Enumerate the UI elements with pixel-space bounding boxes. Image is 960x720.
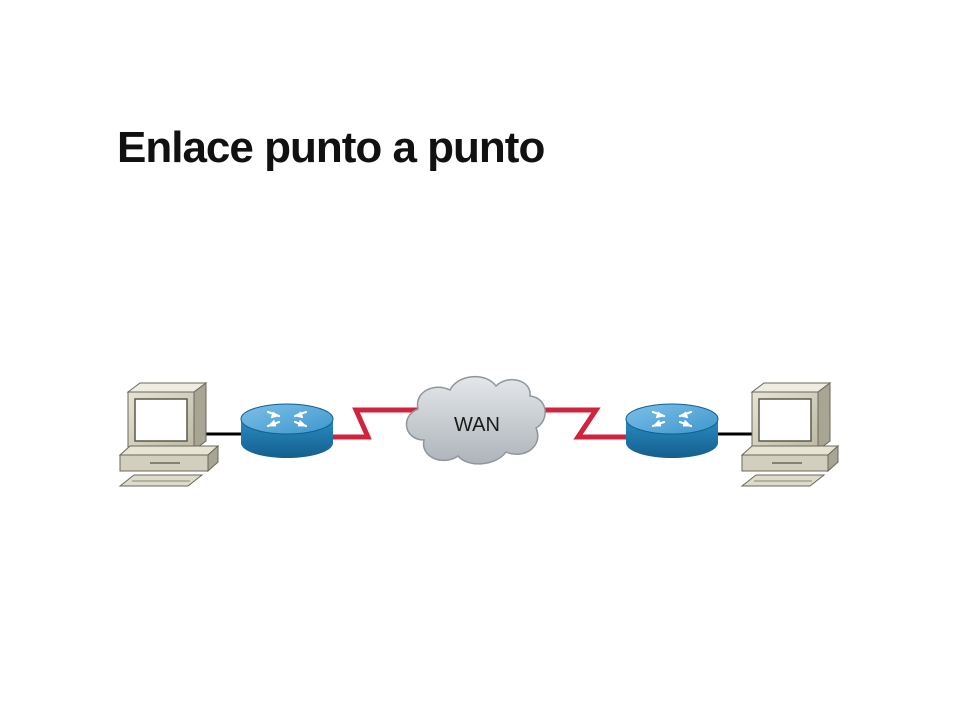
slide-title: Enlace punto a punto [117,123,545,172]
router-left [240,403,334,458]
serial-link-right [538,407,628,440]
router-right [625,403,719,458]
workstation-right [740,382,840,487]
serial-link-left [333,407,418,440]
wan-cloud: WAN [405,376,546,465]
wan-label: WAN [454,414,500,436]
workstation-left [118,382,220,487]
